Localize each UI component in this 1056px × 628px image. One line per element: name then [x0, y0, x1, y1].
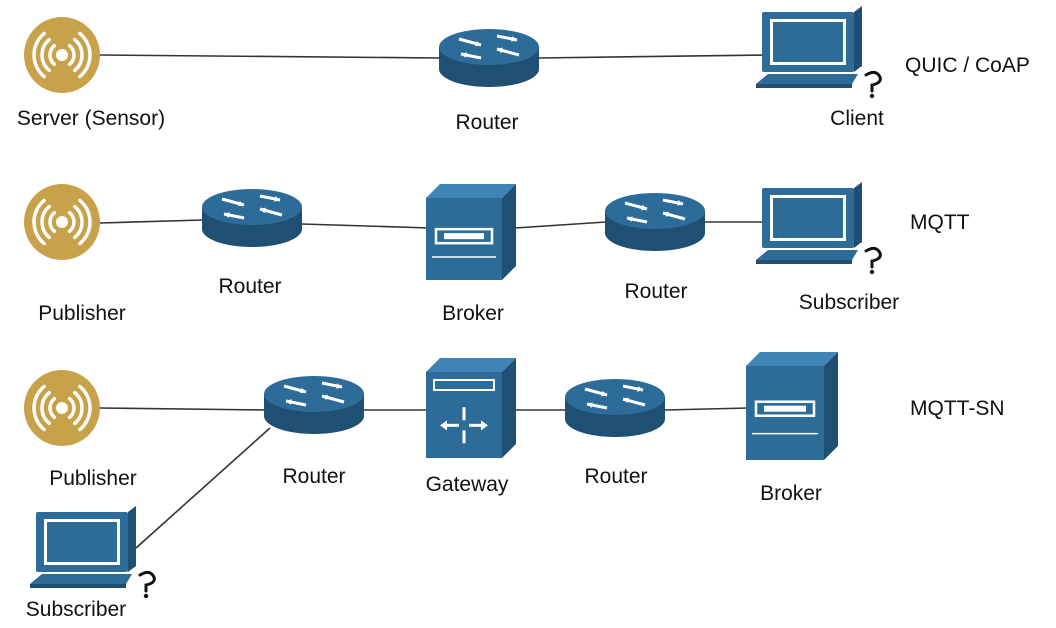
- protocol-label-mqtt: MQTT: [910, 211, 970, 234]
- label-server-sensor: Server (Sensor): [16, 107, 166, 130]
- server-icon: [746, 352, 838, 460]
- server-icon: [426, 184, 516, 280]
- connection-line: [301, 223, 431, 229]
- label-publisher: Publisher: [38, 302, 126, 325]
- label-router: Router: [455, 111, 519, 134]
- router-icon: [264, 376, 364, 434]
- connection-line: [135, 427, 271, 549]
- connection-line: [99, 219, 204, 224]
- connection-line: [664, 407, 749, 411]
- router-icon: [439, 29, 539, 87]
- protocol-label-mqtt-sn: MQTT-SN: [910, 397, 1005, 420]
- label-router: Router: [282, 465, 346, 488]
- router-icon: [565, 379, 665, 437]
- connection-line: [537, 54, 769, 59]
- computer-icon: [30, 506, 156, 599]
- label-router: Router: [584, 465, 648, 488]
- computer-icon: [756, 6, 882, 99]
- label-subscriber: Subscriber: [25, 598, 127, 621]
- connection-line: [99, 54, 441, 59]
- label-router: Router: [624, 280, 688, 303]
- label-client: Client: [830, 107, 884, 130]
- label-gateway: Gateway: [425, 473, 509, 496]
- gateway-icon: [426, 358, 516, 458]
- label-broker: Broker: [760, 482, 822, 505]
- sensor-icon: [24, 370, 100, 446]
- label-broker: Broker: [442, 302, 504, 325]
- label-subscriber: Subscriber: [798, 291, 900, 314]
- label-publisher: Publisher: [49, 467, 137, 490]
- protocol-label-quic-coap: QUIC / CoAP: [905, 54, 1030, 77]
- connection-line: [514, 221, 607, 229]
- sensor-icon: [24, 184, 100, 260]
- router-icon: [202, 189, 302, 247]
- router-icon: [605, 193, 705, 251]
- computer-icon: [756, 182, 882, 275]
- label-router: Router: [218, 275, 282, 298]
- sensor-icon: [24, 17, 100, 93]
- connection-line: [99, 407, 267, 411]
